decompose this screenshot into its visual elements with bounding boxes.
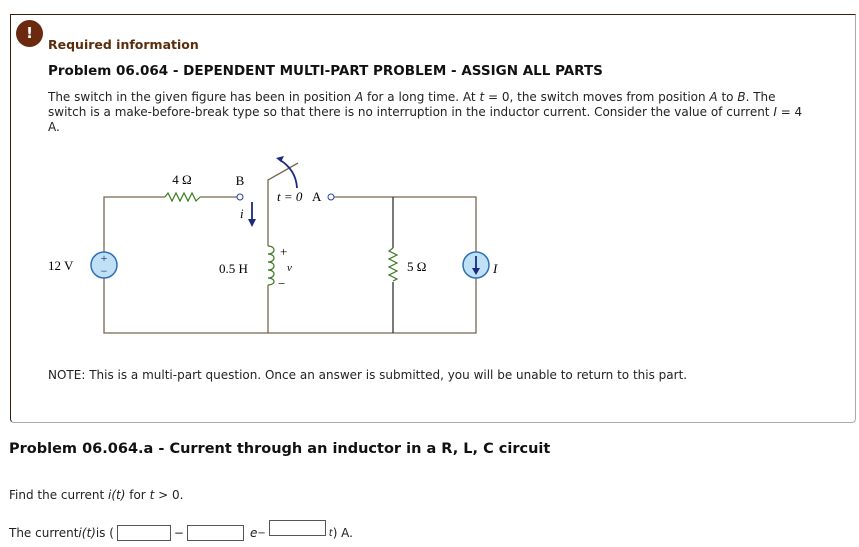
- current-i-label: i: [240, 206, 244, 221]
- note-text: NOTE: This is a multi-part question. Onc…: [48, 368, 688, 382]
- wire: [103, 196, 477, 334]
- answer-row: The current i(t) is ( − e− t) A.: [9, 520, 353, 541]
- minus-label: −: [278, 276, 285, 291]
- required-info-label: Required information: [48, 37, 199, 52]
- problem-title: Problem 06.064 - DEPENDENT MULTI-PART PR…: [48, 63, 603, 79]
- r1-label: 4 Ω: [172, 172, 191, 187]
- arrow-down-icon: [472, 268, 480, 275]
- e-symbol: e: [249, 526, 258, 540]
- find-prompt: Find the current i(t) for t > 0.: [9, 488, 184, 502]
- part-title: Problem 06.064.a - Current through an in…: [9, 441, 551, 457]
- exponent-t: t: [328, 527, 333, 539]
- source-i-label: I: [492, 261, 498, 276]
- minus-sign: −: [173, 526, 184, 540]
- r2-label: 5 Ω: [407, 259, 426, 274]
- terminal-b-label: B: [236, 173, 245, 188]
- inductor-label: 0.5 H: [219, 261, 248, 276]
- terminal-a-label: A: [312, 189, 322, 204]
- switch-arrow: [279, 159, 298, 189]
- answer-it: i(t): [78, 526, 96, 540]
- answer-text: is (: [95, 526, 114, 540]
- svg-text:−: −: [101, 264, 108, 278]
- svg-text:+: +: [101, 251, 108, 265]
- answer-text: The current: [9, 526, 79, 540]
- answer-input-3[interactable]: [268, 520, 326, 536]
- terminal-a: [327, 193, 335, 201]
- resistor-5ohm: [387, 247, 399, 282]
- exponent-minus: −: [257, 527, 266, 539]
- resistor-4ohm: [164, 191, 201, 203]
- switch-wire: [267, 162, 299, 333]
- terminal-b: [236, 193, 244, 201]
- inductor: [267, 245, 275, 286]
- voltage-label: 12 V: [48, 258, 74, 273]
- switch-label: t = 0: [277, 189, 303, 204]
- answer-unit: ) A.: [332, 526, 353, 540]
- wire: [103, 196, 237, 252]
- voltage-source: [90, 251, 118, 279]
- problem-description: The switch in the given figure has been …: [48, 90, 803, 134]
- v-label: v: [287, 262, 292, 274]
- exclamation-icon: !: [16, 20, 43, 47]
- plus-label: +: [280, 244, 287, 259]
- answer-input-1[interactable]: [116, 525, 171, 541]
- required-info-panel: !: [10, 14, 856, 423]
- answer-input-2[interactable]: [186, 525, 244, 541]
